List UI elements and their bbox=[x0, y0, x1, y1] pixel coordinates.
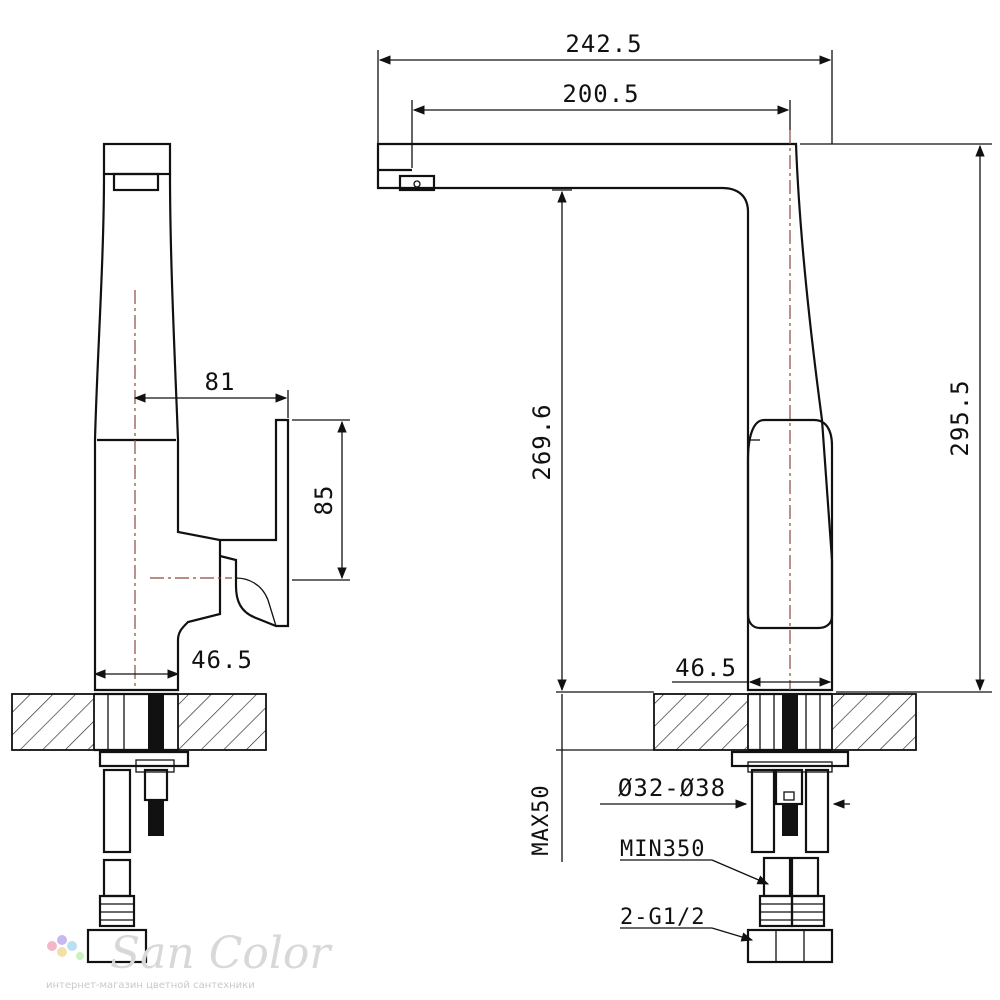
front-stud-rod bbox=[782, 804, 798, 836]
side-spout-cap bbox=[102, 142, 172, 176]
side-mounting-stud bbox=[148, 694, 164, 750]
front-fitting-right bbox=[790, 894, 826, 928]
dim-front-max50: MAX50 bbox=[529, 694, 654, 862]
side-body bbox=[93, 173, 222, 692]
dim-side-85: 85 bbox=[292, 419, 350, 581]
side-handle-hub bbox=[235, 577, 277, 627]
dim-side-46-5: 46.5 bbox=[93, 646, 253, 679]
dim-label-295-5: 295.5 bbox=[946, 379, 974, 456]
dim-front-242-5: 242.5 bbox=[377, 30, 833, 144]
side-fitting-top bbox=[102, 858, 132, 898]
front-mounting-stud bbox=[782, 694, 798, 750]
front-hose-right bbox=[804, 768, 830, 854]
side-stud-rod bbox=[148, 800, 164, 836]
label-thread: 2-G1/2 bbox=[620, 905, 754, 942]
dim-front-200-5: 200.5 bbox=[411, 80, 791, 168]
front-countertop-left bbox=[653, 693, 749, 751]
side-hose bbox=[102, 768, 132, 854]
dim-label-mount-hole: Ø32-Ø38 bbox=[618, 774, 726, 802]
dim-label-46-5-side: 46.5 bbox=[191, 646, 253, 674]
dim-label-269-6: 269.6 bbox=[528, 403, 556, 480]
front-hose-left bbox=[750, 768, 776, 854]
side-clamp-plate bbox=[98, 750, 190, 768]
side-aerator bbox=[112, 172, 160, 192]
front-fitting-left bbox=[758, 894, 794, 928]
front-clamp-plate bbox=[730, 750, 850, 768]
side-countertop-right bbox=[177, 693, 267, 751]
side-stud-nut bbox=[143, 768, 169, 802]
dim-label-81: 81 bbox=[205, 368, 236, 396]
dim-front-mount-hole: Ø32-Ø38 bbox=[600, 774, 850, 809]
front-handle bbox=[746, 418, 834, 630]
label-min350: MIN350 bbox=[620, 837, 770, 885]
side-view: 81 85 46.5 bbox=[11, 142, 350, 964]
sancolor-logo: San Color интернет-магазин цветной санте… bbox=[46, 928, 333, 991]
side-handle-lever bbox=[219, 418, 290, 628]
dim-label-242-5: 242.5 bbox=[565, 30, 642, 58]
dim-front-295-5: 295.5 bbox=[800, 143, 992, 693]
dim-label-200-5: 200.5 bbox=[562, 80, 639, 108]
side-countertop-left bbox=[11, 693, 95, 751]
logo-tagline: интернет-магазин цветной сантехники bbox=[46, 980, 255, 991]
dim-front-269-6: 269.6 bbox=[528, 189, 654, 693]
front-view: 242.5 200.5 295.5 269.6 46.5 bbox=[376, 30, 992, 964]
front-stud-nut bbox=[774, 768, 804, 806]
logo-brand: San Color bbox=[110, 928, 333, 979]
dim-label-min350: MIN350 bbox=[620, 837, 705, 862]
front-hex-nut bbox=[746, 928, 834, 964]
front-aerator bbox=[398, 174, 436, 192]
dim-label-max50: MAX50 bbox=[529, 784, 554, 855]
dim-label-thread: 2-G1/2 bbox=[620, 905, 705, 930]
front-countertop-right bbox=[831, 693, 917, 751]
dim-label-85: 85 bbox=[310, 485, 338, 516]
front-spout-body bbox=[376, 142, 834, 692]
dim-label-46-5-front: 46.5 bbox=[675, 654, 737, 682]
dim-side-81: 81 bbox=[133, 368, 289, 418]
dim-front-46-5: 46.5 bbox=[672, 654, 832, 687]
side-hex-nut bbox=[86, 928, 148, 964]
